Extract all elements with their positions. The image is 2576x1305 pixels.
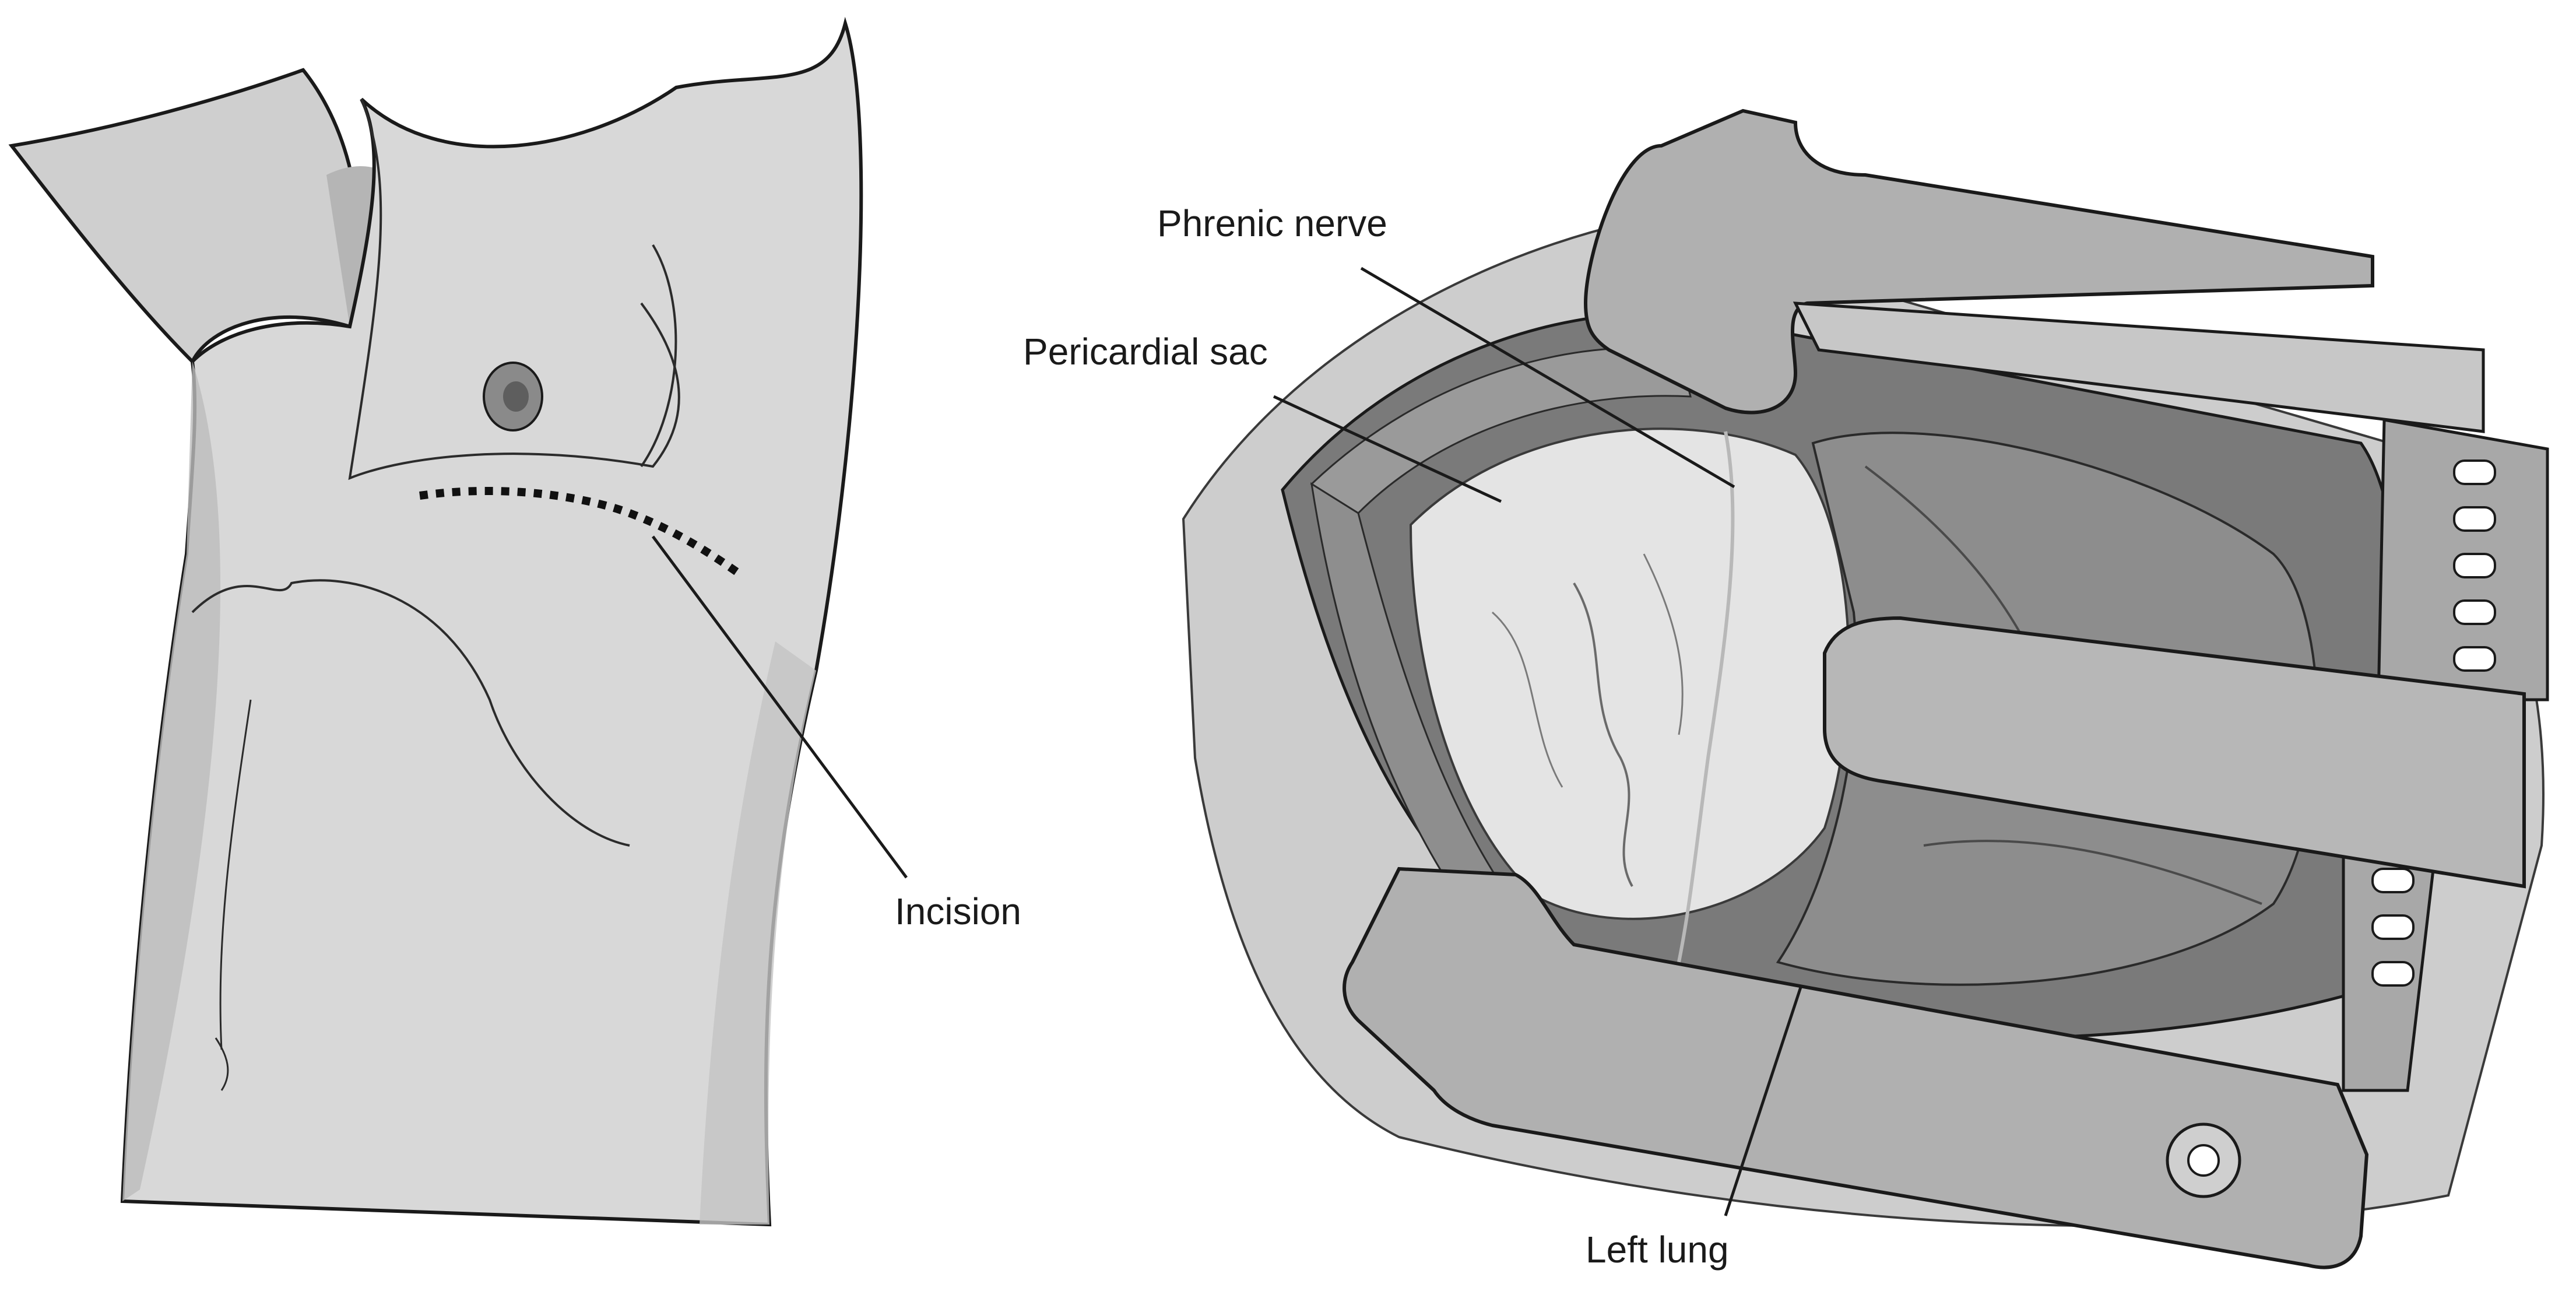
pericardial-sac-label: Pericardial sac	[1023, 331, 1268, 373]
pericardial-sac	[1409, 427, 1850, 920]
thorax-panel: Phrenic nerve Pericardial sac Left lung	[1023, 108, 2549, 1271]
pectoral-contour	[640, 244, 677, 468]
lung-fold-2	[1923, 840, 2262, 905]
torso-shading-left	[122, 362, 221, 1201]
raised-arm	[8, 68, 361, 365]
retractor-screw-hex	[2187, 1144, 2220, 1177]
nipple-center	[503, 381, 529, 412]
left-lung-leader	[1724, 985, 1803, 1216]
retractor-lower-blade	[1343, 867, 2369, 1269]
retractor-upper-top	[1793, 301, 2485, 433]
retractor-crossbar	[1823, 616, 2526, 889]
heart-vessel-3	[1492, 611, 1563, 788]
heart-vessel-2	[1643, 553, 1684, 735]
chest-contour	[348, 99, 680, 480]
incision-leader	[651, 535, 908, 879]
phrenic-nerve-leader	[1360, 266, 1735, 489]
phrenic-nerve	[1677, 431, 1735, 963]
rack-teeth	[2371, 459, 2496, 987]
torso-shading-right	[700, 641, 816, 1225]
heart-vessel-1	[1573, 582, 1633, 887]
phrenic-nerve-label: Phrenic nerve	[1157, 202, 1387, 244]
torso-panel: Incision	[8, 16, 1021, 1227]
abdomen-line	[219, 699, 252, 1050]
left-lung-label: Left lung	[1586, 1229, 1729, 1271]
navel-mark	[215, 1037, 229, 1091]
pericardial-sac-leader	[1273, 395, 1502, 503]
incision-label: Incision	[895, 890, 1021, 932]
incision-line	[419, 486, 743, 578]
ribcage-contour	[191, 579, 630, 847]
